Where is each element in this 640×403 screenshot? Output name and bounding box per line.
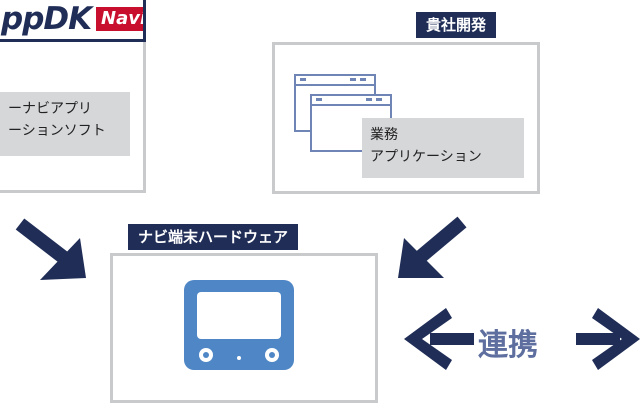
window-titlebar <box>312 96 390 106</box>
business-app-line: アプリケーション <box>370 149 482 165</box>
arrow-down-left-icon <box>398 216 467 278</box>
client-development-tag: 貴社開発 <box>416 12 497 38</box>
window-titlebar <box>296 76 374 86</box>
link-arrow-icon <box>404 308 640 370</box>
product-description-line: ーションソフト <box>8 123 106 139</box>
link-label: 連携 <box>478 328 538 363</box>
device-center-dot <box>237 356 241 360</box>
logo-navi-badge: Navi <box>96 7 143 31</box>
business-app-description: 業務 アプリケーション <box>362 118 524 178</box>
business-app-line: 業務 <box>370 127 398 143</box>
arrow-down-right-icon <box>15 218 86 280</box>
product-description: ーナビアプリ ーションソフト <box>0 92 130 156</box>
logo-text: ppDK <box>1 1 92 37</box>
product-description-line: ーナビアプリ <box>8 101 92 117</box>
device-screen <box>197 292 281 339</box>
appdk-navi-logo: ppDK Navi <box>0 0 146 42</box>
navi-hardware-tag: ナビ端末ハードウェア <box>128 224 299 250</box>
